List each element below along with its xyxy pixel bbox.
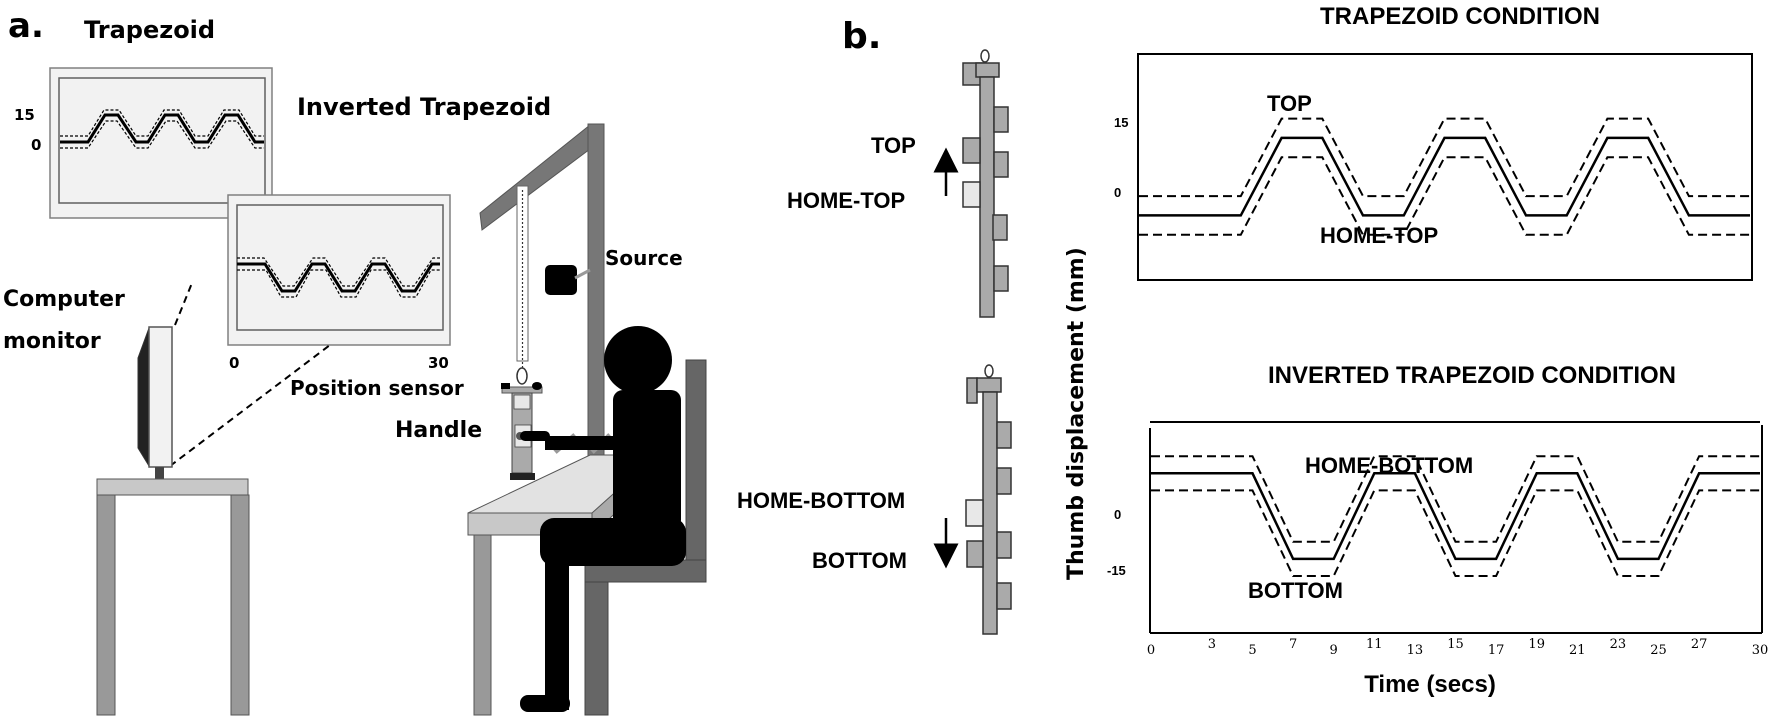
chart2-series-lower-tolerance [1151,489,1760,577]
trapezoid-title: Trapezoid [84,16,215,44]
chart2-xtick-23: 23 [1610,637,1627,652]
top-device-label-top: TOP [871,133,916,158]
chart1-series-target [1139,136,1750,217]
y-axis-label: Thumb displacement (mm) [1064,247,1089,580]
chart2-xtick-5: 5 [1248,643,1256,658]
chart2-xtick-15: 15 [1447,637,1464,652]
x-axis-label: Time (secs) [1364,671,1496,698]
chart2-annotation-bottom: BOTTOM [1248,578,1343,603]
chart2-xtick-30: 30 [1752,643,1769,658]
chart1-ytick-0: 0 [1114,185,1121,200]
trapezoid-screen-trace [60,113,264,144]
chart1-annotation-home-top: HOME-TOP [1320,223,1438,248]
trapezoid-screen [49,67,273,219]
panel-b-letter: b. [842,16,881,57]
bottom-device-label-bottom: BOTTOM [812,548,907,573]
trapezoid-screen-ytick-15: 15 [14,106,35,124]
trapezoid-screen-ytick-0: 0 [31,136,41,154]
chart2-xtick-21: 21 [1569,643,1586,658]
trapezoid-condition-chart: TRAPEZOID CONDITION TOP HOME-TOP 15 0 [1114,3,1753,281]
top-device-label-home-top: HOME-TOP [787,188,905,213]
trapezoid-screen-upper-band [60,109,264,137]
inverted-screen-lower-band [237,269,440,298]
inverted-screen-trace [237,262,440,293]
trapezoid-screen-lower-band [60,120,264,149]
chart1-series-lower-tolerance [1139,156,1750,236]
chart2-series-target [1151,472,1760,561]
chart1-series-upper-tolerance [1139,117,1750,198]
chart2-xtick-0: 0 [1147,643,1155,658]
chart1-ytick-15: 15 [1114,115,1128,130]
inverted-screen-upper-band [237,257,440,287]
sensor-stand-icon [479,123,605,480]
chart2-xtick-13: 13 [1407,643,1424,658]
source-box-icon [545,265,591,295]
monitor-table-icon [96,478,250,716]
chart2-xtick-11: 11 [1366,637,1383,652]
chart2-xtick-25: 25 [1650,643,1667,658]
chart2-title: INVERTED TRAPEZOID CONDITION [1268,362,1676,389]
chart2-series-upper-tolerance [1151,455,1760,543]
position-sensor-label: Position sensor [290,376,464,400]
inverted-screen-xtick-30: 30 [428,354,449,372]
chart2-xtick-7: 7 [1289,637,1297,652]
bottom-device-icon [965,364,1012,635]
chart2-xtick-17: 17 [1488,643,1505,658]
projection-line-bottom [169,344,331,467]
panel-a-letter: a. [8,6,44,46]
top-device-icon [962,49,1009,318]
inverted-trapezoid-condition-chart: INVERTED TRAPEZOID CONDITION HOME-BOTTOM… [1107,362,1768,658]
computer-monitor-icon [137,326,173,482]
chart2-xtick-27: 27 [1691,637,1708,652]
chart2-ytick-0: 0 [1114,507,1121,522]
inverted-trapezoid-screen [227,194,451,346]
chart1-title: TRAPEZOID CONDITION [1320,3,1600,30]
handle-label: Handle [395,418,482,443]
chart2-xtick-3: 3 [1208,637,1216,652]
projection-line-top [174,282,193,326]
computer-monitor-label-line2: monitor [3,329,101,354]
bottom-device-label-home-bottom: HOME-BOTTOM [737,488,905,513]
chart1-frame [1137,53,1753,281]
chart1-annotation-top: TOP [1267,91,1312,116]
chart2-xtick-19: 19 [1528,637,1545,652]
inverted-screen-xtick-0: 0 [229,354,239,372]
position-sensor-rod-icon [516,185,529,385]
source-label: Source [605,246,683,270]
computer-monitor-label-line1: Computer [3,287,125,312]
inverted-trapezoid-title: Inverted Trapezoid [297,93,551,121]
chart2-ytick-minus15: -15 [1107,563,1126,578]
chart2-xtick-9: 9 [1330,643,1338,658]
participant-silhouette-icon [520,326,686,712]
